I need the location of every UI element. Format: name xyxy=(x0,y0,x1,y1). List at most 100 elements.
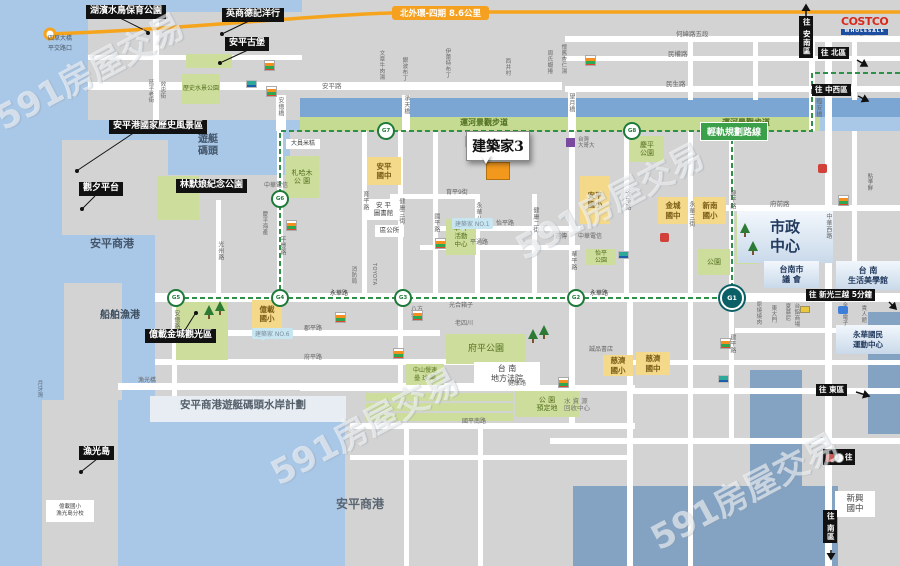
sea-label-moon-bay: 月牙灣 xyxy=(36,380,43,398)
road-s-v2 xyxy=(478,423,483,566)
shop-guirenguan: 貴人館 xyxy=(860,305,867,323)
shop-almond-soup: 懷舊杏仁湯 xyxy=(560,44,567,74)
lightrail-station-g7: G7 xyxy=(377,122,395,140)
sea-label-anping-port: 安平商港 xyxy=(90,237,134,250)
poi-label-sunset-platform: 觀夕平台 xyxy=(79,182,124,196)
lightrail-station-g4: G4 xyxy=(271,289,289,307)
park-fort-green xyxy=(186,54,232,68)
bridge-label-chengtian: 承天橋 xyxy=(402,95,410,115)
mos-burger-icon xyxy=(818,164,827,173)
bridge-label-anyi: 安億橋 xyxy=(276,97,284,117)
shop-dongdamen: 東大門 xyxy=(770,305,777,323)
shop-pudding-1: 銀波布丁 xyxy=(401,57,408,81)
park-yiping: 怡平 公園 xyxy=(586,249,616,265)
shop-chamonix: 夏慕尼 xyxy=(784,303,791,321)
sea-label-anping-port-s: 安平商港 xyxy=(336,497,385,511)
dir-label-west-central: 往 中西區 xyxy=(812,84,851,97)
label-crossing: 平交路口 xyxy=(48,45,73,52)
lightrail-station-g5: G5 xyxy=(167,289,185,307)
sea-label-yacht-wharf: 遊艇 碼頭 xyxy=(198,134,218,157)
site-label-no6: 建築家 NO.6 xyxy=(252,328,293,341)
poi-label-fort-zeelandia: 安平古堡 xyxy=(225,37,270,51)
poi-label-wetland-park: 湖濱水鳥保育公園 xyxy=(86,5,167,19)
label-sicao-bridge: 四草大橋 xyxy=(48,35,73,42)
road-label-pingtong: 平通路 xyxy=(470,239,489,246)
road-ne-v1 xyxy=(688,36,693,100)
fire-station-label: 消防局 xyxy=(350,266,357,284)
road-label-yonghua3: 永華三街 xyxy=(687,201,695,227)
road-fuping xyxy=(155,359,485,365)
tree-icon xyxy=(215,296,225,315)
tree-icon xyxy=(740,218,750,237)
street-xiaozhong: 效忠街 xyxy=(159,81,166,99)
park-softball: 中山慢速 壘 球 場 xyxy=(406,364,444,385)
school-tzuchi-elem: 慈濟 國小 xyxy=(603,355,633,376)
waterfront-plan-label: 安平商港遊艇碼頭水岸計劃 xyxy=(180,399,306,411)
lightrail-station-g1: G1 xyxy=(720,286,744,310)
shop-qingping-seafood: 慶平海產 xyxy=(261,211,268,235)
poi-label-yuguang-island: 漁光島 xyxy=(79,446,115,460)
bridge-label-wangyue: 望月橋 xyxy=(567,93,575,113)
road-se-2 xyxy=(630,388,900,394)
shop-elifemall: 全國電子 xyxy=(841,302,848,326)
road-label-yiping: 怡平路 xyxy=(496,220,515,227)
road-zhonghua-west xyxy=(825,38,832,566)
school-anping-jr: 安平 國中 xyxy=(367,157,401,185)
shop-xijingcun: 西井村 xyxy=(504,58,511,76)
yonghua-sports-center: 永華國民 運動中心 xyxy=(836,325,900,354)
seven-eleven-icon xyxy=(435,238,446,249)
lightrail-label: 輕軌規劃路線 xyxy=(700,122,769,141)
road-south-1 xyxy=(350,455,630,460)
family-mart-icon xyxy=(718,375,729,383)
road-label-jiankang: 健康路 xyxy=(508,380,527,387)
road-se-3 xyxy=(550,438,900,444)
road-label-qingping: 慶平路 xyxy=(728,190,736,210)
river-south-basin xyxy=(573,486,838,566)
road-label-zhonghua-w: 中華西路 xyxy=(824,213,832,239)
sea-label-fishing-port: 船舶漁港 xyxy=(100,310,140,321)
restaurant-icon xyxy=(660,233,669,242)
site-callout: 建築家3 xyxy=(466,131,530,164)
lightrail-station-g8: G8 xyxy=(623,122,641,140)
school-tzuchi-jr: 慈濟 國中 xyxy=(636,352,670,375)
park-small: 公園 xyxy=(698,249,730,275)
road-ne-v3 xyxy=(852,36,857,100)
road-label-minquan: 民權路 xyxy=(668,50,688,58)
park-reserved: 公 園 預定地 xyxy=(515,391,579,417)
road-hewei-5 xyxy=(565,36,900,42)
road-label-yuping: 育平路 xyxy=(361,191,369,211)
city-council: 台南市 議 會 xyxy=(764,261,819,288)
dir-label-shinkong: 往 新光三越 5分鐘 xyxy=(806,289,875,302)
road-label-guoping-s: 國平南路 xyxy=(462,418,487,425)
seven-eleven-icon xyxy=(393,348,404,359)
road-anyi xyxy=(172,298,177,396)
shop-shrimp-roll: 周氏蝦捲 xyxy=(546,50,553,74)
tree-icon xyxy=(204,300,214,319)
road-s-v1 xyxy=(404,423,409,566)
costco-wordmark: COSTCO xyxy=(841,15,889,28)
taiwan-mobile-icon xyxy=(566,138,575,147)
seven-eleven-icon xyxy=(264,60,275,71)
living-art-center: 台 南 生活美學館 xyxy=(836,261,900,290)
land-fishing-pier xyxy=(64,283,122,400)
road-se-v1 xyxy=(688,298,693,566)
shop-dianzhengxian: 點爭鮮 xyxy=(866,173,873,191)
shop-cht-2: 中華電信 xyxy=(264,182,289,189)
shop-lightbox: 光合箱子 xyxy=(449,302,474,309)
bus-station-icon xyxy=(838,306,848,314)
road-label-wenping: 文平路 xyxy=(623,191,631,211)
dir-label-north: 往 北區 xyxy=(818,47,850,60)
road-pingfeng xyxy=(277,131,283,298)
walkway-label-1: 運河景觀步道 xyxy=(460,118,508,127)
road-jianping xyxy=(729,298,734,440)
seven-eleven-icon xyxy=(335,312,346,323)
shop-eslite: 誠品書店 xyxy=(589,346,614,353)
seven-eleven-icon xyxy=(266,86,277,97)
tree-icon xyxy=(528,324,538,343)
road-label-yonghua-2: 永華路 xyxy=(590,290,609,297)
poi-label-tait-house: 英商德記洋行 xyxy=(222,8,285,22)
school-xinxing-jr: 新興 國中 xyxy=(835,491,875,517)
road-junping xyxy=(155,330,440,336)
poi-label-eternal-fort: 億載金城觀光區 xyxy=(145,329,217,343)
